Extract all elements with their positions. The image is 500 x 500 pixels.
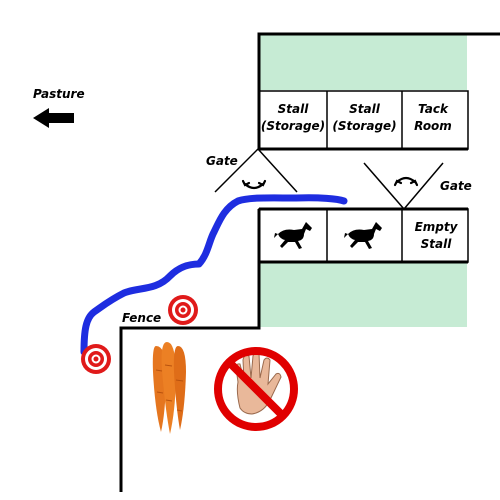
pasture-label: Pasture — [33, 87, 85, 101]
stall-storage-2: Stall (Storage) — [327, 101, 402, 135]
stall-label-line1: Empty — [414, 220, 458, 234]
walking-path — [80, 194, 348, 356]
gate-right-label: Gate — [440, 179, 472, 193]
gate-swing-icon — [241, 179, 267, 190]
stall-label-line2: (Storage) — [260, 119, 326, 133]
empty-stall: Empty Stall — [404, 219, 468, 253]
horse-icon — [274, 222, 312, 249]
target-icon — [81, 344, 111, 374]
gate-right — [363, 162, 444, 210]
pasture-arrow-icon — [33, 108, 74, 128]
stall-label-line2: (Storage) — [332, 119, 397, 133]
gate-swing-icon — [393, 176, 419, 187]
stall-grid — [258, 90, 469, 264]
fence-label: Fence — [122, 311, 162, 325]
stall-label-line1: Stall — [349, 102, 380, 116]
stall-label-line2: Room — [414, 119, 452, 133]
gate-left-label: Gate — [206, 154, 238, 168]
stall-label-line2: Stall — [420, 237, 452, 251]
gate-left — [214, 148, 298, 193]
stall-storage-1: Stall (Storage) — [259, 101, 327, 135]
bottom-lawn — [259, 262, 467, 327]
target-icon — [168, 295, 198, 325]
no-hand-icon — [214, 347, 298, 431]
tack-room: Tack Room — [404, 101, 462, 135]
horse-icon — [344, 222, 382, 249]
carrots-icon — [152, 342, 186, 434]
top-lawn — [259, 34, 467, 90]
stall-label-line1: Stall — [277, 102, 309, 116]
stall-label-line1: Tack — [418, 102, 448, 116]
